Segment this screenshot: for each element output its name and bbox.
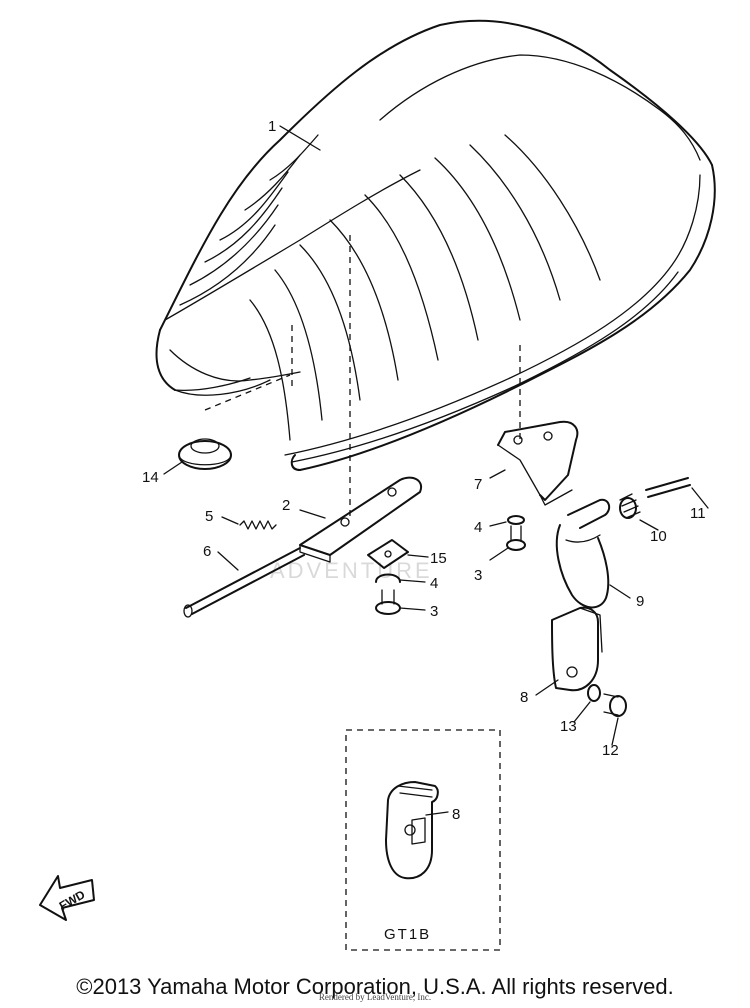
variant-label: GT1B <box>384 926 431 943</box>
render-credit: Rendered by LeadVenture, Inc. <box>318 992 432 1002</box>
seat <box>155 19 716 520</box>
pin-11 <box>645 477 709 509</box>
fwd-arrow: FWD <box>39 875 95 921</box>
hinge-plate-7 <box>489 420 579 506</box>
spring-10 <box>619 493 659 531</box>
callout-12: 12 <box>602 742 619 759</box>
callout-11: 11 <box>690 505 706 522</box>
washer-4-lower <box>375 573 426 583</box>
bolt-3-upper <box>489 525 526 561</box>
callout-9: 9 <box>636 593 644 610</box>
callout-15: 15 <box>430 550 447 567</box>
bolt-12 <box>603 693 627 746</box>
lock-bracket-8 <box>535 606 603 696</box>
fwd-label: FWD <box>57 887 88 913</box>
callout-6: 6 <box>203 543 211 560</box>
callout-7: 7 <box>474 476 482 493</box>
grommet-14 <box>163 438 232 475</box>
callout-labels: 1 2 3 3 4 4 5 6 7 8 8 9 10 11 12 13 14 1… <box>142 118 706 943</box>
callout-8: 8 <box>520 689 528 706</box>
plate-nut-15 <box>367 539 429 569</box>
callout-14: 14 <box>142 469 159 486</box>
callout-3-upper: 3 <box>474 567 482 584</box>
rod-6 <box>183 547 305 618</box>
bolt-3-lower <box>375 589 426 615</box>
callout-3-lower: 3 <box>430 603 438 620</box>
watermark-text: ADVENTURE <box>270 558 433 583</box>
callout-1: 1 <box>268 118 276 135</box>
spring-5 <box>221 516 277 530</box>
callout-5: 5 <box>205 508 213 525</box>
callout-13: 13 <box>560 718 577 735</box>
callout-4-upper: 4 <box>474 519 482 536</box>
callout-2: 2 <box>282 497 290 514</box>
gt1b-variant-box <box>345 729 501 951</box>
copyright-notice: ©2013 Yamaha Motor Corporation, U.S.A. A… <box>76 974 674 999</box>
washer-4-upper <box>489 515 525 527</box>
washer-13 <box>573 684 601 723</box>
latch-hook-9 <box>555 498 631 609</box>
callout-4-lower: 4 <box>430 575 438 592</box>
callout-10: 10 <box>650 528 667 545</box>
callout-8-gt1b: 8 <box>452 806 460 823</box>
